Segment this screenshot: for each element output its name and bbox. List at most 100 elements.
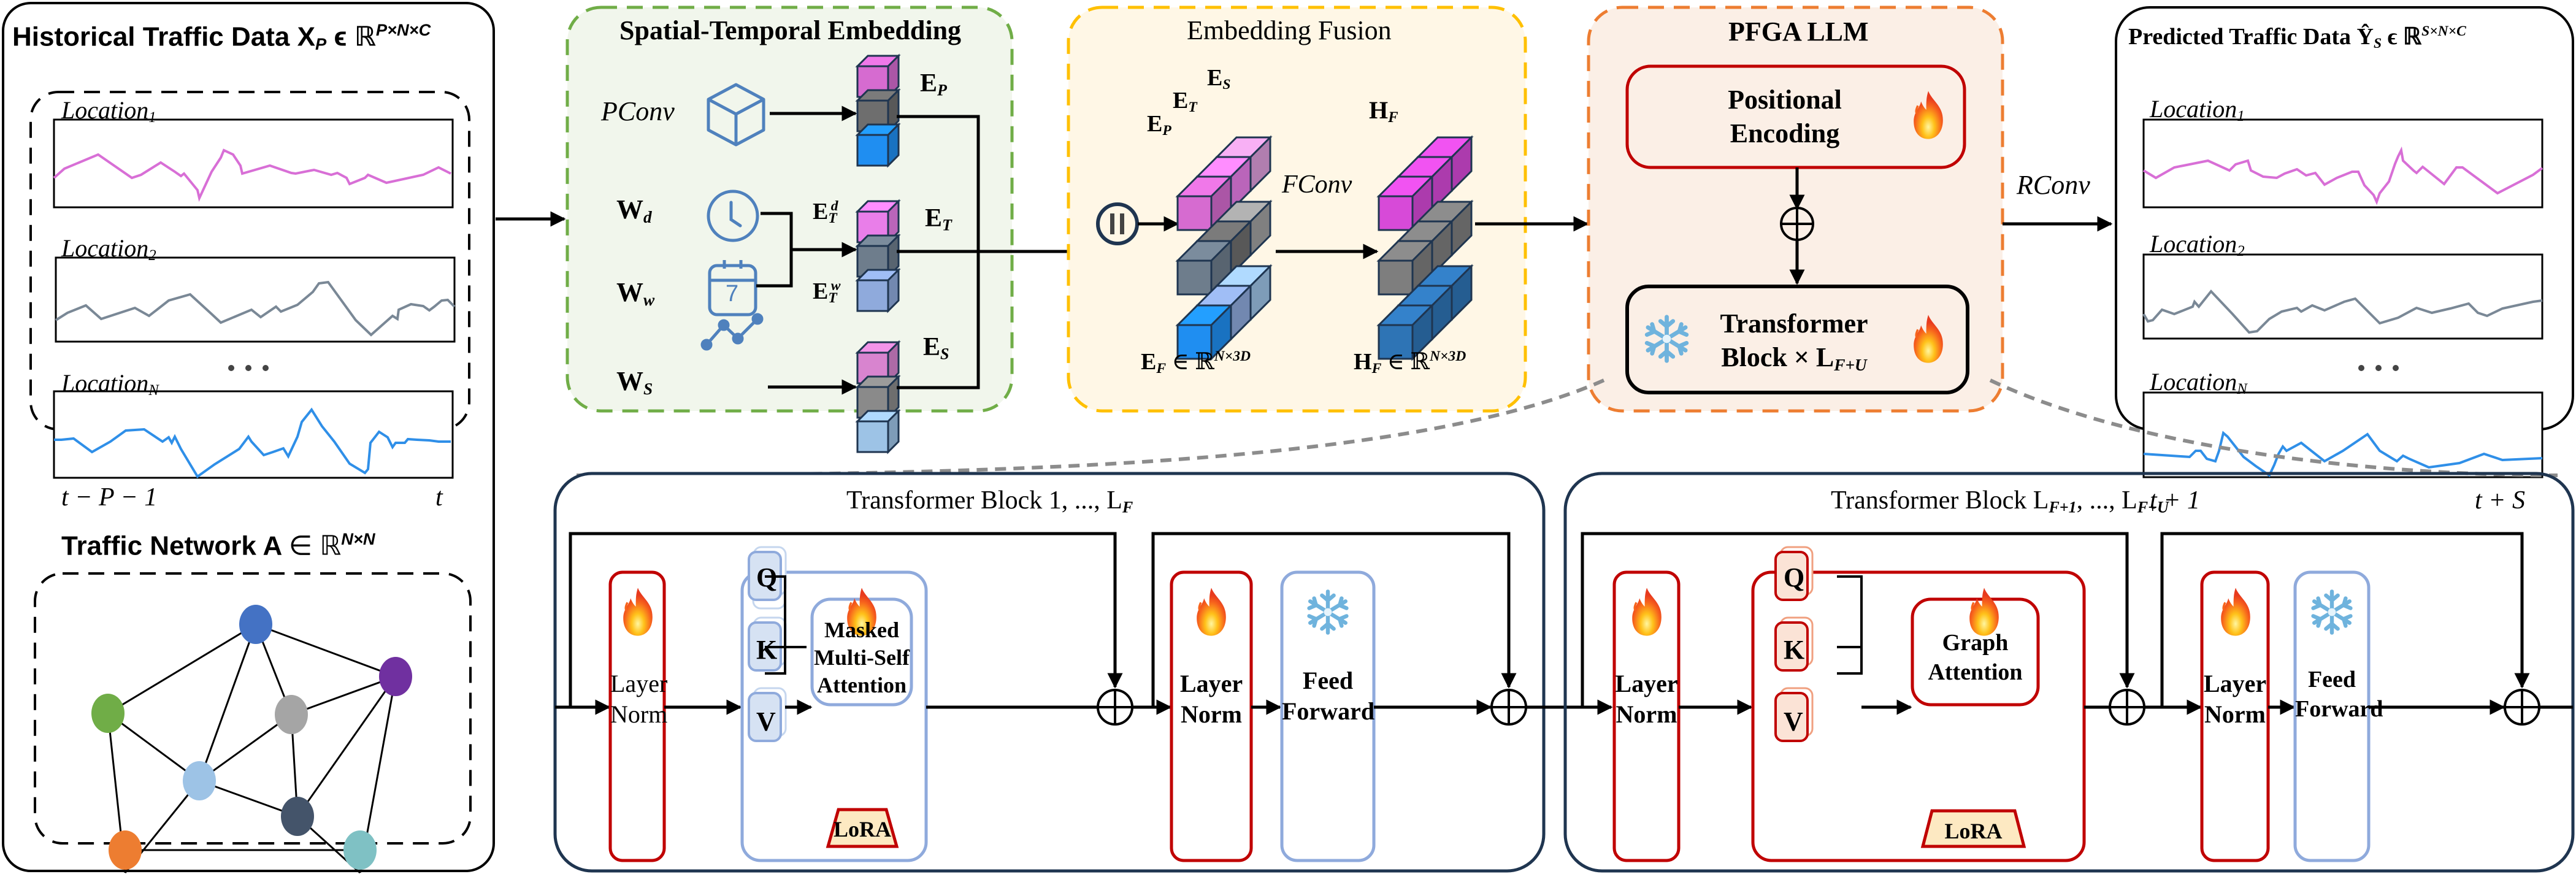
block-graph-title: Transformer Block LF+1, ..., LF+U	[1831, 486, 2169, 516]
series-line-location-1	[53, 148, 451, 202]
lora-adapter	[1920, 809, 2026, 848]
es-label: ES	[923, 333, 949, 363]
embedding-cube	[855, 267, 901, 313]
wd-label: Wd	[616, 194, 652, 226]
hf-equation: HF ∈ ℝN×3D	[1354, 348, 1466, 377]
residual-add-2	[1490, 689, 1527, 726]
block1-q: Q	[756, 562, 778, 592]
block1-k: K	[756, 635, 778, 665]
transformer-block-graph	[1563, 472, 2575, 873]
network-nodes	[91, 605, 412, 870]
fusion-es-label: ES	[1207, 65, 1231, 93]
fused-embedding-tensor	[1175, 135, 1273, 361]
llm-panel	[1587, 6, 2004, 413]
pred-time-start: t + 1	[2150, 486, 2201, 515]
transformer-block-summary	[1625, 285, 1969, 394]
clock-icon	[707, 190, 759, 242]
block1-v: V	[756, 707, 776, 737]
etw-label: ETw	[813, 278, 841, 306]
rconv-label: RConv	[2017, 170, 2090, 200]
stack-E-P	[855, 53, 901, 168]
pred-series-label-N: LocationN	[2150, 368, 2247, 398]
calendar-icon	[708, 260, 757, 316]
add-icon	[1780, 207, 1814, 241]
tensor-cube	[1175, 239, 1233, 297]
residual-add-1	[2109, 689, 2145, 726]
ww-label: Ww	[616, 277, 655, 309]
input-panel	[2, 2, 495, 874]
calendar-number: 7	[726, 281, 739, 307]
network-node	[281, 797, 314, 836]
time-end-label: t	[435, 483, 443, 512]
block2-lora-label: LoRA	[1944, 819, 2003, 843]
tensor-cube	[1175, 174, 1233, 232]
qkv-card	[1774, 551, 1809, 601]
embedding-cube	[855, 88, 901, 134]
transformer-block-frozen	[553, 472, 1546, 873]
qkv-card	[748, 692, 782, 742]
pred-line-location-1	[2142, 146, 2543, 205]
pred-time-end: t + S	[2475, 486, 2526, 515]
fusion-ep-label: EP	[1147, 111, 1171, 139]
network-node	[109, 830, 142, 870]
series-label-2: Location2	[61, 234, 156, 264]
concat-icon	[1096, 202, 1139, 245]
network-node	[239, 605, 272, 644]
llm-title: PFGA LLM	[1728, 17, 1869, 47]
network-node	[379, 657, 412, 696]
network-node	[91, 694, 125, 733]
tensor-cube	[1376, 239, 1435, 297]
ws-label: WS	[616, 366, 653, 398]
output-panel	[2115, 6, 2574, 478]
input-title: Historical Traffic Data XP ϵ ℝP×N×C	[12, 20, 431, 54]
layer-norm-2-box	[1170, 570, 1253, 862]
stack-E-S	[855, 340, 901, 454]
output-title: Predicted Traffic Data ŶS ϵ ℝS×N×C	[2128, 23, 2466, 52]
et-label: ET	[925, 204, 952, 234]
tensor-cube	[1376, 303, 1435, 361]
hf-label: HF	[1369, 96, 1398, 126]
ep-label: EP	[920, 69, 947, 99]
etd-label: ETd	[813, 198, 838, 226]
fusion-et-label: ET	[1173, 88, 1197, 115]
fusion-title: Embedding Fusion	[1187, 15, 1392, 45]
qkv-card	[1774, 621, 1809, 672]
network-node	[343, 830, 377, 870]
graph-attention-box	[1911, 597, 2040, 707]
lora-adapter	[826, 808, 899, 848]
trend-line-icon	[700, 313, 764, 351]
network-title: Traffic Network A ∈ ℝN×N	[61, 529, 375, 561]
pred-series-label-1: Location1	[2150, 95, 2245, 125]
fconv-label: FConv	[1282, 171, 1352, 199]
qkv-card	[1774, 692, 1809, 742]
layer-norm-1-box	[1612, 570, 1681, 862]
embedding-cube	[855, 408, 901, 454]
pred-line-location-2	[2142, 289, 2543, 334]
st-embedding-panel	[565, 6, 1018, 454]
block2-q: Q	[1784, 562, 1805, 592]
st-embedding-title: Spatial-Temporal Embedding	[619, 15, 962, 45]
tensor-cube	[1376, 174, 1435, 232]
block2-k: K	[1784, 635, 1805, 665]
series-line-location-2	[55, 280, 456, 337]
series-label-N: LocationN	[61, 369, 159, 399]
block-frozen-title: Transformer Block 1, ..., LF	[846, 486, 1133, 516]
ef-equation: EF ∈ ℝN×3D	[1141, 348, 1251, 377]
series-line-location-N	[54, 407, 451, 478]
feed-forward-box	[1280, 570, 1376, 862]
series-label-1: Location1	[61, 96, 156, 126]
time-start-label: t − P − 1	[61, 483, 158, 512]
block1-lora-label: LoRA	[833, 817, 891, 841]
stack-E-T	[855, 199, 901, 313]
pconv-label: PConv	[601, 96, 675, 126]
embedding-cube	[855, 122, 901, 168]
layer-norm-2-box	[2200, 570, 2270, 862]
